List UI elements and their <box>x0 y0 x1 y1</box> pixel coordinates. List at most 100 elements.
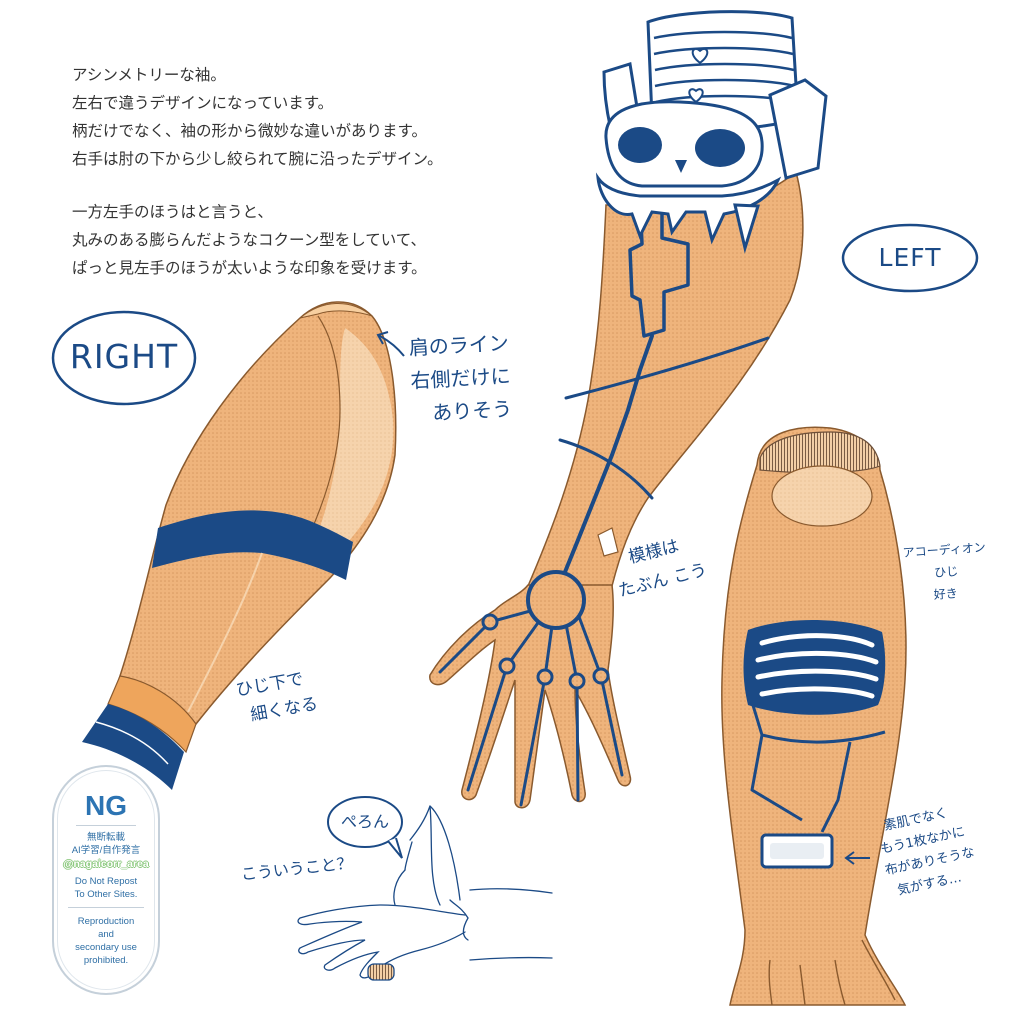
sketch-sleeve-fold <box>404 841 413 871</box>
sketch-hand-outline <box>297 904 466 979</box>
description-line: 右手は肘の下から少し絞られて腕に沿ったデザイン。 <box>72 150 443 168</box>
speech-bubble-tail <box>387 837 403 859</box>
no-repost-badge: NG 無断転載 AI学習/自作発言 @nagaicorr_area Do Not… <box>52 765 160 995</box>
right-sleeve-lower-seam <box>187 552 263 713</box>
badge-notice: and <box>98 929 114 940</box>
rib-line <box>654 78 796 88</box>
sketch-cuff-ruffle <box>449 899 469 941</box>
sketch-sleeve-fold <box>393 869 406 906</box>
badge-divider <box>68 907 144 908</box>
finger-line <box>799 964 806 1006</box>
pattern-finger-index <box>466 664 509 792</box>
pattern-finger-ring <box>575 679 580 802</box>
pattern-finger-thumb <box>438 620 492 674</box>
badge-title: NG <box>85 790 127 821</box>
accordion-fold-line <box>759 633 875 648</box>
shoulder-arrow-line <box>377 334 405 357</box>
speech-bubble-text: ぺろん <box>340 812 389 831</box>
finger-line <box>768 959 773 1006</box>
skull-right-eye <box>695 129 745 167</box>
pattern-step-shape <box>628 198 690 338</box>
accordion-fold-line <box>755 668 879 682</box>
description-text: アシンメトリーな袖。 左右で違うデザインになっています。 柄だけでなく、袖の形か… <box>72 61 443 282</box>
left-label-bubble <box>841 223 979 293</box>
description-line: 柄だけでなく、袖の形から微妙な違いがあります。 <box>72 122 427 140</box>
right-label: RIGHT <box>69 337 179 376</box>
pattern-wrist-circle <box>526 570 586 630</box>
seam-line <box>750 701 886 744</box>
badge-notice: Reproduction <box>77 916 135 927</box>
cocoon-sleeve-arm <box>721 426 907 1006</box>
rib-line <box>654 62 795 72</box>
pattern-knuckle-link-pinky <box>576 612 603 678</box>
pattern-knuckle-circle <box>592 667 610 685</box>
sketch-thumb-hatch <box>367 963 395 981</box>
seam-line <box>820 741 852 833</box>
pattern-knuckle-link-middle <box>543 624 554 679</box>
skull-crown-ribs <box>653 30 797 104</box>
pattern-knuckle-link-ring <box>564 622 579 683</box>
shoulder-arrow-head <box>376 331 389 345</box>
pattern-finger-pinky <box>599 674 624 777</box>
right-sleeve-light-panel <box>318 328 394 542</box>
annotation-shoulder-line: 肩のライン 右側だけに ありそう <box>408 327 513 431</box>
skull-ornament <box>595 10 828 254</box>
right-label-bubble <box>51 310 197 406</box>
accordion-folds <box>755 633 879 699</box>
right-cuff-highlight <box>95 721 169 765</box>
seam-line <box>750 734 803 822</box>
accordion-fold-line <box>759 686 875 699</box>
skull-right-wing <box>768 78 828 180</box>
sleeve-flip-sketch <box>297 805 553 981</box>
center-arm-notch <box>597 527 619 557</box>
inner-cloth-arrow <box>844 851 870 865</box>
center-hand <box>429 584 632 809</box>
pattern-knuckle-link-index <box>505 618 542 668</box>
description-line: 左右で違うデザインになっています。 <box>72 94 334 112</box>
annotation-line: 肩のライン <box>408 330 510 360</box>
paragraph-gap <box>72 173 443 198</box>
thumb-line <box>861 939 896 1001</box>
annotation-line: ありそう <box>431 396 513 425</box>
heart-icon <box>688 88 704 104</box>
description-line: ぱっと見左手のほうが太いような印象を受けます。 <box>72 259 427 277</box>
cocoon-hand-fingers <box>768 939 896 1006</box>
sleeve-opening-inner <box>771 465 873 527</box>
badge-notice: To Other Sites. <box>74 889 138 900</box>
annotation-accordion: アコーディオン ひじ 好き <box>902 536 990 608</box>
pattern-cross-line-lower <box>558 438 654 500</box>
rib-line <box>653 46 794 56</box>
badge-notice: prohibited. <box>83 955 129 966</box>
description-line: 丸みのある膨らんだようなコクーン型をしていて、 <box>72 231 427 249</box>
skull-left-eye <box>618 127 662 163</box>
heart-icon <box>691 47 709 65</box>
left-arm-center <box>429 10 828 809</box>
skull-fang <box>733 203 761 254</box>
pattern-knuckle-circle <box>498 657 516 675</box>
annotation-inner-cloth: 素肌でなく もう1枚なかに 布がありそうな 気がする… <box>874 799 981 904</box>
pattern-knuckle-circle <box>481 613 499 631</box>
skull-nose <box>675 160 687 173</box>
description-line: 一方左手のほうはと言うと、 <box>72 203 273 221</box>
rib-line <box>653 30 793 40</box>
accordion-fold-line <box>755 650 879 665</box>
left-label: LEFT <box>878 243 942 272</box>
sketch-forearm-line <box>469 956 553 961</box>
badge-handle: @nagaicorr_area <box>63 858 149 870</box>
pattern-finger-middle <box>519 675 547 807</box>
center-arm-body <box>526 170 804 587</box>
pattern-knuckle-circle <box>568 672 586 690</box>
pattern-spine-line <box>563 334 654 574</box>
finger-line <box>834 959 846 1006</box>
badge-divider <box>76 825 136 826</box>
speech-bubble <box>327 796 403 848</box>
cocoon-sleeve-seams <box>750 701 886 833</box>
right-sleeve-navy-band <box>152 510 353 580</box>
right-sleeve-shoulder-rim <box>299 303 373 319</box>
description-line: アシンメトリーな袖。 <box>72 66 226 84</box>
badge-line: 無断転載 <box>86 832 125 843</box>
sketch-forearm-line <box>469 888 553 894</box>
sketch-sleeve-fold <box>409 805 441 906</box>
pattern-cross-line-upper <box>564 336 770 400</box>
